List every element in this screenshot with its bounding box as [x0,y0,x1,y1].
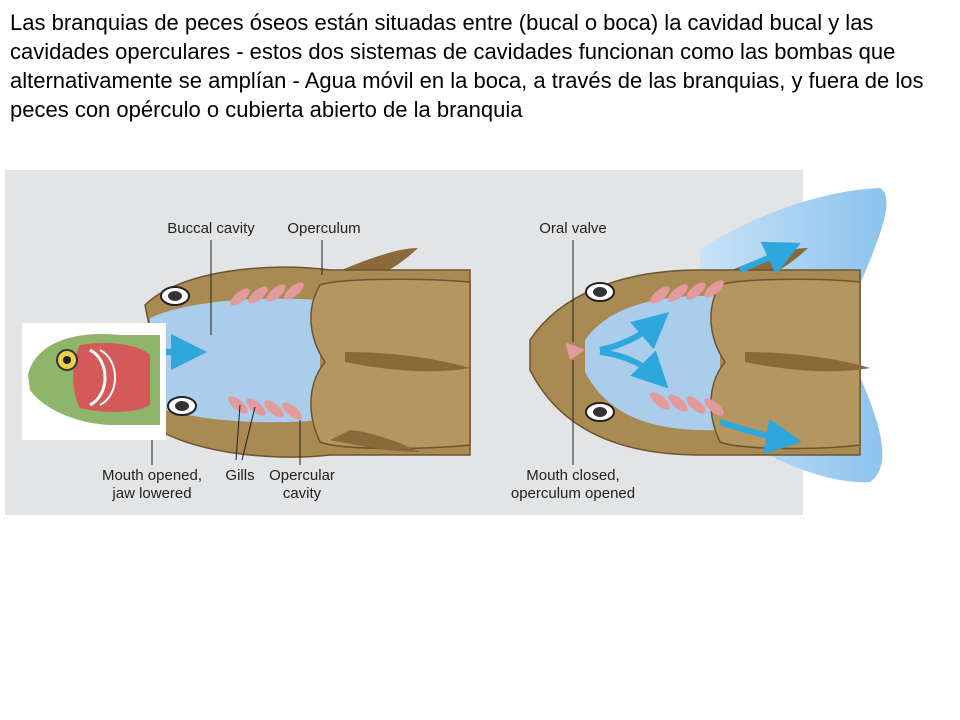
label-mouth-opened-2: jaw lowered [111,485,191,502]
label-oral-valve: Oral valve [539,220,607,237]
label-mouth-closed-1: Mouth closed, [526,467,619,484]
flow-arrow-upper-inner [599,312,670,353]
right-fish-mouth-closed [529,241,870,456]
label-leader-lines [151,240,574,465]
flow-arrow-upper-out [738,241,801,275]
label-mouth-opened-1: Mouth opened, [102,467,202,484]
label-gills: Gills [225,467,254,484]
right-gills-lower [650,392,724,416]
label-buccal-cavity: Buccal cavity [167,220,255,237]
flow-arrow-lower-inner [599,349,669,389]
right-flow-arrows [599,241,802,454]
label-operculum: Operculum [287,220,360,237]
left-gills-upper [230,282,304,306]
left-fish-mouth-opened [144,248,471,458]
fish-head-inset [22,323,166,440]
left-buccal-cavity [150,298,320,423]
oral-valve [565,342,585,360]
flow-arrow-lower-out [719,418,802,454]
label-mouth-closed-2: operculum opened [511,485,635,502]
label-opercular-cavity-1: Opercular [269,467,335,484]
caption-text: Las branquias de peces óseos están situa… [10,10,924,122]
label-opercular-cavity-2: cavity [283,485,322,502]
left-gills-lower [228,396,302,420]
right-gills-upper [650,280,724,304]
